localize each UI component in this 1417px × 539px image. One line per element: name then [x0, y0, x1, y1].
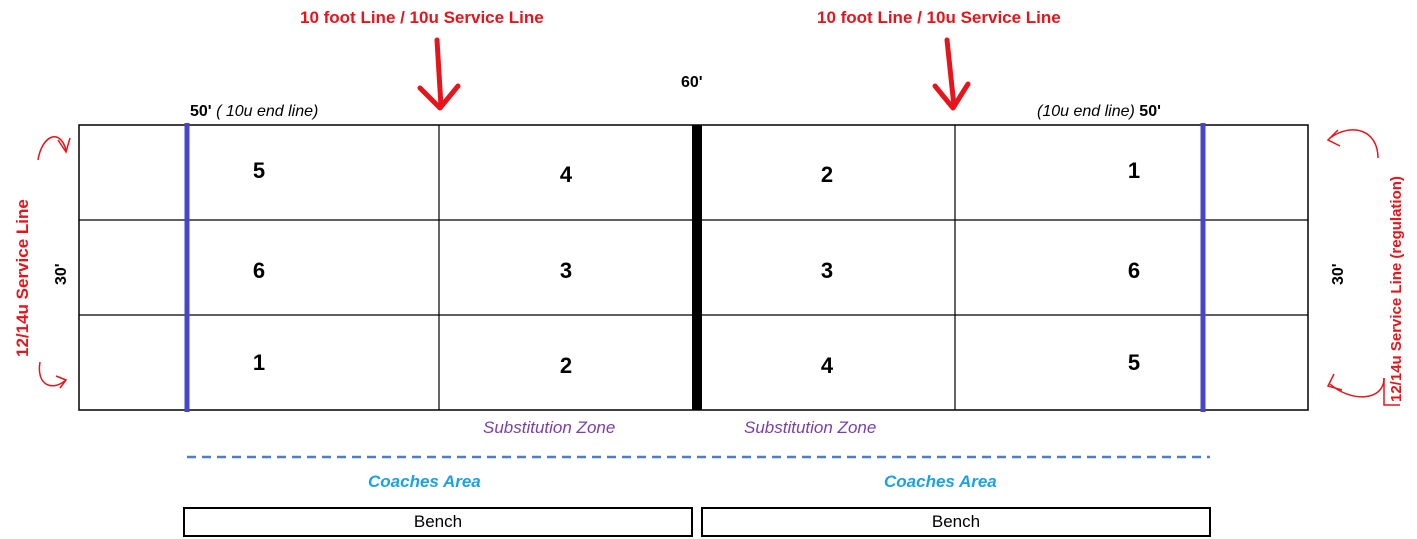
position-number: 5 — [252, 158, 266, 183]
position-number: 5 — [1127, 350, 1141, 375]
right-service-line-label: 12/14u Service Line (regulation) — [1388, 176, 1405, 402]
left-substitution-zone-label: Substitution Zone — [483, 418, 616, 437]
right-bench: Bench — [701, 507, 1211, 537]
left-curl-arrow-top-icon — [37, 136, 71, 161]
position-number: 3 — [820, 258, 834, 283]
position-number: 2 — [820, 162, 834, 187]
right-curl-arrow-top-icon — [1326, 129, 1379, 159]
right-arrow-icon — [932, 37, 971, 111]
position-number: 4 — [820, 353, 834, 378]
left-end-note: ( 10u end line) — [216, 103, 319, 120]
right-coaches-area-label: Coaches Area — [884, 472, 997, 491]
court-length-label: 60' — [681, 74, 703, 91]
right-end-note: (10u end line) — [1037, 103, 1135, 120]
left-court-width-label: 30' — [53, 263, 70, 285]
left-coaches-area-label: Coaches Area — [368, 472, 481, 491]
left-curl-arrow-bottom-icon — [38, 361, 68, 389]
right-end-distance: 50' — [1139, 103, 1161, 120]
position-number: 4 — [559, 162, 573, 187]
position-number: 6 — [1127, 258, 1141, 283]
left-service-line-label: 12/14u Service Line — [13, 199, 32, 357]
right-end-line-label: (10u end line) 50' — [1037, 103, 1161, 121]
left-ten-foot-line-label: 10 foot Line / 10u Service Line — [300, 8, 544, 27]
net-line — [692, 125, 702, 410]
left-bench: Bench — [183, 507, 693, 537]
position-number: 2 — [559, 353, 573, 378]
left-arrow-icon — [417, 37, 461, 111]
left-end-distance: 50' — [190, 103, 212, 120]
right-ten-foot-line-label: 10 foot Line / 10u Service Line — [817, 8, 1061, 27]
position-number: 1 — [1127, 158, 1141, 183]
right-substitution-zone-label: Substitution Zone — [744, 418, 877, 437]
position-number: 1 — [252, 350, 266, 375]
position-number: 3 — [559, 258, 573, 283]
right-curl-arrow-bottom-icon — [1326, 373, 1400, 406]
left-end-line-label: 50' ( 10u end line) — [190, 103, 318, 121]
position-number: 6 — [252, 258, 266, 283]
right-court-width-label: 30' — [1330, 263, 1347, 285]
